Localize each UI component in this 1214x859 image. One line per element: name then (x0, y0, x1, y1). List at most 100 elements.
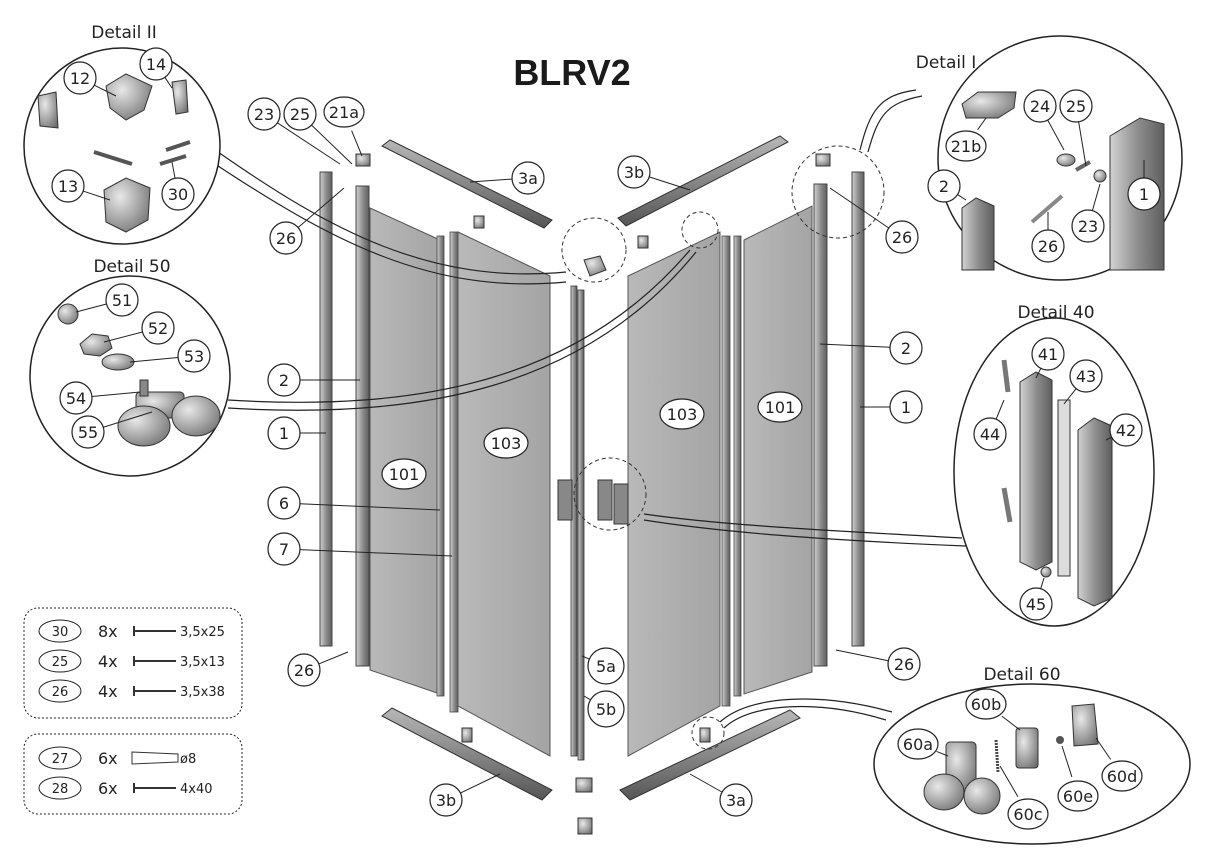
callout-30: 30 (161, 161, 195, 211)
legend-quantity: 4x (98, 682, 118, 701)
leader-line (91, 391, 141, 398)
callout-3b: 3b (429, 773, 501, 817)
leader-line (995, 399, 1005, 420)
profile-7 (449, 231, 459, 713)
leader-line (583, 695, 591, 701)
nut-51 (57, 303, 79, 325)
callout-bubble (965, 688, 1007, 720)
callout-bubble (885, 220, 919, 254)
callout-2: 2 (267, 363, 360, 397)
callout-2: 2 (819, 331, 923, 365)
callout-bubble (483, 427, 529, 459)
callout-26: 26 (1031, 212, 1065, 263)
detail-40: Detail 40 (953, 303, 1155, 627)
callout-bubble (1007, 798, 1049, 830)
screw-legend-2 (23, 733, 243, 815)
strip-5b (577, 289, 585, 761)
profile-2-right (813, 183, 828, 667)
callout-44: 44 (973, 399, 1007, 451)
callout-bubble (283, 97, 317, 131)
detail-60-title: Detail 60 (983, 665, 1060, 685)
handle-right-2 (613, 483, 629, 525)
callout-51: 51 (75, 283, 139, 317)
callout-bubble (267, 532, 301, 566)
callout-label: 1 (1139, 185, 1149, 204)
rail-3a-top (381, 139, 553, 229)
callout-label: 52 (148, 319, 168, 338)
callout-45: 45 (1019, 577, 1053, 621)
callout-5a: 5a (581, 647, 625, 685)
callout-bubble (927, 169, 961, 203)
callout-label: 60a (903, 735, 933, 754)
callout-26: 26 (829, 187, 919, 254)
leader-line (977, 117, 987, 131)
callout-bubble (429, 783, 463, 817)
leader-line (1035, 368, 1042, 379)
screw-legend-1 (23, 607, 243, 719)
leader-line (299, 549, 453, 557)
legend-part-number: 30 (52, 625, 69, 640)
screw-44-top (1001, 359, 1011, 393)
zoom-circle-detail-i (791, 145, 885, 239)
callout-bubble (587, 690, 625, 728)
callout-bubble (897, 728, 939, 760)
profile-1-left (319, 171, 333, 647)
callout-bubble (247, 97, 281, 131)
callout-label: 12 (70, 69, 90, 88)
legend-quantity: 8x (98, 622, 118, 641)
callout-3b: 3b (617, 155, 691, 191)
side-piece-14 (171, 79, 189, 115)
callout-label: 30 (168, 185, 188, 204)
callout-1: 1 (860, 390, 923, 424)
zoom-circle-detail-50 (681, 211, 719, 249)
callout-label: 26 (276, 229, 296, 248)
leader-line (1105, 436, 1112, 441)
leader-line (829, 187, 890, 229)
callout-13: 13 (51, 169, 111, 203)
callout-55: 55 (71, 411, 153, 449)
callout-1: 1 (267, 416, 326, 450)
handle-right (597, 479, 613, 521)
washer-53 (101, 353, 135, 371)
corner-piece-12 (105, 73, 153, 121)
side-piece-left (37, 91, 59, 129)
handle-part-42 (1077, 417, 1113, 607)
callout-bubble (381, 458, 427, 490)
legend-part-number: 26 (52, 685, 69, 700)
shower-assembly (319, 135, 885, 835)
callout-bubble (287, 653, 321, 687)
legend-row-30: 30 8x 3,5x25 (38, 619, 225, 643)
callout-label: 41 (1038, 345, 1058, 364)
leader-line (318, 651, 349, 665)
leader-line (83, 190, 111, 201)
legend-size: 3,5x25 (180, 625, 225, 640)
rail-3a-bottom (619, 709, 801, 801)
callout-23: 23 (247, 97, 341, 165)
callout-label: 24 (1030, 97, 1050, 116)
screw-25 (1075, 160, 1091, 172)
callout-bubble (511, 161, 545, 195)
screw-a (93, 150, 133, 166)
panel-101-left (369, 207, 441, 695)
callout-bubble (63, 61, 97, 95)
profile-6 (436, 235, 445, 697)
callout-label: 3a (726, 791, 746, 810)
callout-bubble (51, 169, 85, 203)
callout-bubble (267, 486, 301, 520)
callout-43: 43 (1063, 359, 1103, 405)
callout-3a: 3a (689, 773, 753, 817)
callout-103: 103 (659, 398, 705, 430)
rail-3b-top (617, 135, 789, 227)
callout-label: 26 (294, 661, 314, 680)
callout-14: 14 (139, 47, 173, 89)
legend-quantity: 6x (98, 749, 118, 768)
callout-bubble (1069, 359, 1103, 393)
corner-foot-bottom-2 (577, 817, 593, 835)
callout-label: 60b (971, 695, 1002, 714)
callout-103: 103 (483, 427, 529, 459)
corner-foot-13 (103, 177, 151, 233)
strip-43 (1057, 399, 1071, 577)
callout-1: 1 (1127, 160, 1161, 211)
